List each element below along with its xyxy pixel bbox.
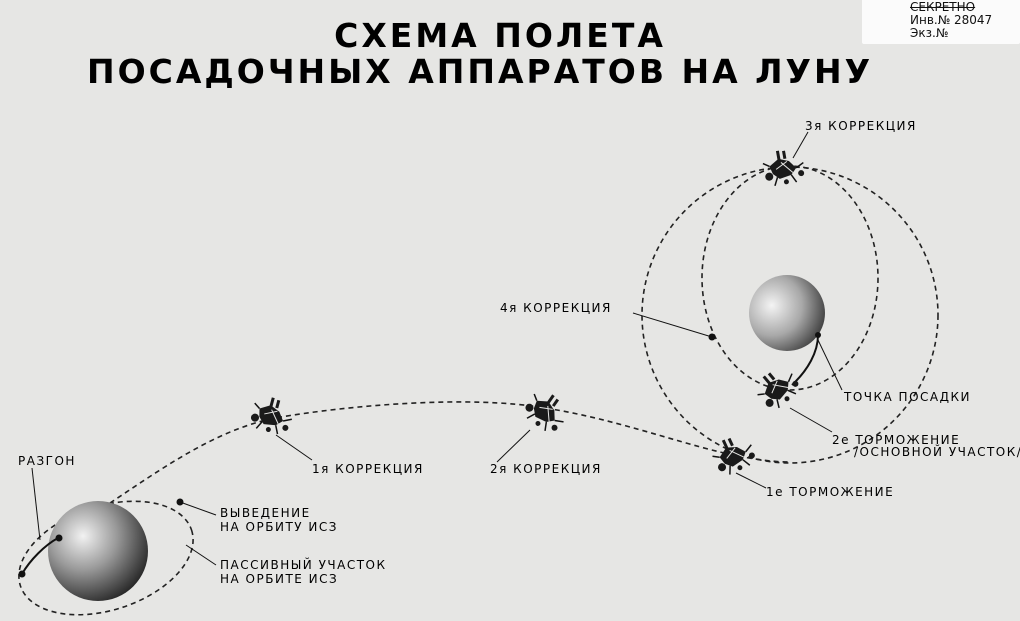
insertion-point <box>55 534 63 542</box>
razgon-point <box>18 570 26 578</box>
label-braking-2-sub: /ОСНОВНОЙ УЧАСТОК/ <box>854 445 1020 459</box>
label-passive-line2: НА ОРБИТЕ ИСЗ <box>220 572 339 586</box>
classification-stamp: СЕКРЕТНО Инв.№ 28047 Экз.№ <box>862 0 1020 44</box>
landing-point <box>815 332 821 338</box>
probe-braking-1 <box>707 429 760 480</box>
stamp-inventory: Инв.№ 28047 <box>910 13 993 27</box>
label-braking-1: 1е ТОРМОЖЕНИЕ <box>766 485 895 499</box>
label-correction-1: 1я КОРРЕКЦИЯ <box>312 462 424 476</box>
moon <box>749 275 825 351</box>
label-correction-3: 3я КОРРЕКЦИЯ <box>805 119 917 133</box>
label-passive-line1: ПАССИВНЫЙ УЧАСТОК <box>220 558 387 572</box>
stamp-classification: СЕКРЕТНО <box>910 0 976 14</box>
label-landing-point: ТОЧКА ПОСАДКИ <box>844 390 971 404</box>
label-insertion-line2: НА ОРБИТУ ИСЗ <box>220 520 338 534</box>
leader-lines <box>31 131 843 566</box>
page-title-line-1: СХЕМА ПОЛЕТА <box>334 16 666 55</box>
label-correction-4: 4я КОРРЕКЦИЯ <box>500 301 612 315</box>
probe-braking-2 <box>750 360 805 415</box>
label-correction-2: 2я КОРРЕКЦИЯ <box>490 462 602 476</box>
label-braking-2: 2е ТОРМОЖЕНИЕ <box>832 433 961 447</box>
stamp-copy: Экз.№ <box>910 26 949 40</box>
page-title-line-2: ПОСАДОЧНЫХ АППАРАТОВ НА ЛУНУ <box>86 52 874 91</box>
transfer-trajectory <box>109 401 791 504</box>
label-razgon: РАЗГОН <box>18 454 76 468</box>
acceleration-arc <box>21 537 59 575</box>
earth-parking-orbit <box>18 500 194 616</box>
label-insertion-line1: ВЫВЕДЕНИЕ <box>220 506 311 520</box>
earth <box>48 501 148 601</box>
